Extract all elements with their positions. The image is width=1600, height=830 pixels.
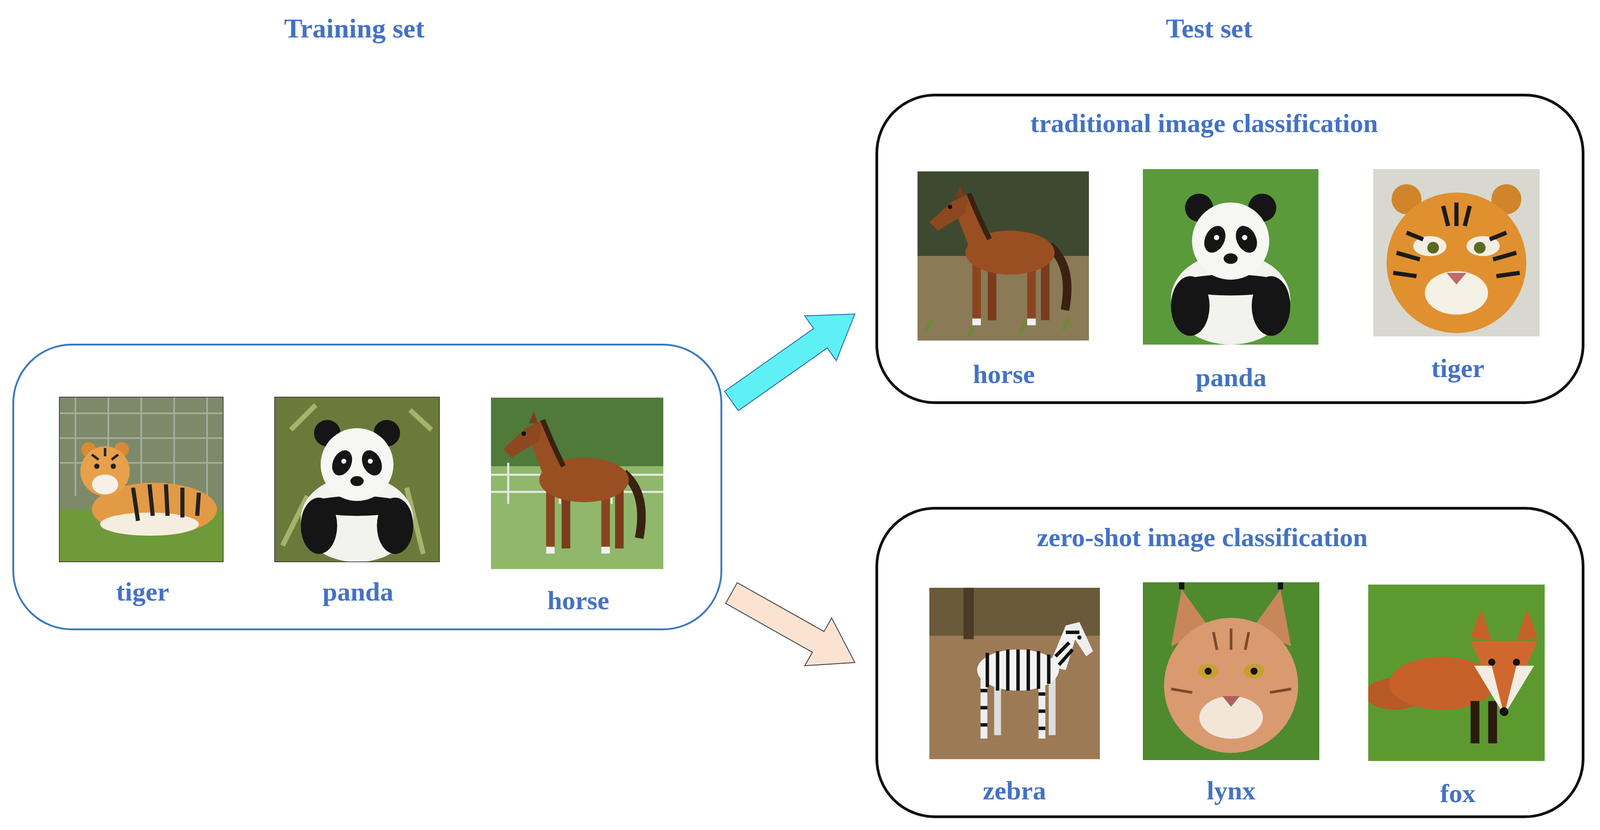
lynx-photo — [1142, 575, 1320, 761]
image-caption: panda — [1195, 362, 1267, 394]
fox-photo — [1364, 584, 1545, 762]
illustration-part — [917, 171, 1089, 341]
image-caption: lynx — [1206, 775, 1256, 807]
illustration-part — [94, 463, 100, 470]
horse-photo — [490, 397, 664, 570]
illustration-part — [1473, 241, 1486, 254]
section-heading: Test set — [1165, 12, 1253, 45]
section-heading: Training set — [283, 12, 425, 45]
illustration-part — [1142, 582, 1320, 761]
illustration-part — [929, 185, 1067, 326]
image-caption: horse — [972, 359, 1035, 390]
illustration-part — [1171, 628, 1291, 693]
image-caption: panda — [322, 576, 394, 608]
illustration-part — [91, 474, 119, 495]
illustration-part — [1163, 618, 1298, 754]
illustration-part — [1470, 609, 1492, 641]
tiger-photo — [1373, 169, 1540, 337]
illustration-part — [1470, 701, 1480, 744]
illustration-part — [1181, 575, 1281, 590]
illustration-part — [1474, 666, 1505, 716]
illustration-part — [980, 632, 1080, 729]
illustration-part — [963, 587, 974, 640]
illustration-part — [1424, 271, 1488, 315]
illustration-part — [58, 396, 224, 496]
illustration-part — [58, 396, 224, 563]
illustration-part — [1077, 635, 1082, 640]
illustration-part — [1373, 169, 1540, 337]
group-box: traditional image classification horse pan… — [875, 93, 1585, 405]
panda-photo — [1142, 169, 1319, 345]
illustration-part — [1368, 584, 1545, 762]
illustration-part — [1048, 677, 1056, 736]
image-caption: horse — [547, 585, 609, 617]
block-arrow — [725, 582, 855, 667]
illustration-part — [1427, 241, 1439, 254]
illustration-part — [1488, 658, 1495, 666]
group-box: zero-shot image classification zebra lynx f… — [875, 506, 1585, 819]
illustration-part — [274, 396, 440, 563]
image-caption: zebra — [982, 775, 1047, 807]
illustration-part — [1243, 664, 1265, 679]
illustration-part — [1142, 169, 1319, 345]
illustration-part — [58, 396, 224, 563]
illustration-part — [926, 318, 1069, 336]
panda-photo — [274, 396, 440, 563]
illustration-part — [1488, 701, 1497, 744]
block-arrow — [724, 314, 855, 411]
illustration-part — [133, 484, 199, 522]
illustration-part — [1204, 667, 1212, 676]
illustration-part — [274, 396, 440, 563]
illustration-part — [300, 420, 414, 563]
illustration-part — [1199, 696, 1264, 739]
illustration-part — [1393, 202, 1520, 277]
illustration-part — [91, 448, 119, 460]
illustration-part — [1250, 667, 1258, 676]
illustration-part — [1222, 696, 1241, 707]
illustration-part — [1470, 641, 1538, 716]
illustration-part — [1170, 193, 1291, 345]
image-caption: tiger — [116, 576, 170, 608]
box-heading: traditional image classification — [1030, 108, 1378, 139]
box-heading: zero-shot image classification — [1036, 522, 1368, 554]
illustration-part — [1197, 664, 1219, 679]
horse-photo — [917, 171, 1089, 341]
image-caption: tiger — [1431, 353, 1485, 384]
illustration-part — [1504, 666, 1535, 716]
illustration-part — [1499, 707, 1509, 716]
illustration-part — [1516, 609, 1538, 641]
group-box: tiger panda horse — [12, 343, 723, 631]
illustration-part — [1513, 658, 1520, 666]
illustration-part — [110, 463, 117, 470]
zebra-photo — [929, 587, 1100, 760]
illustration-part — [1386, 192, 1527, 333]
illustration-part — [80, 446, 130, 497]
illustration-part — [502, 411, 642, 554]
illustration-part — [929, 587, 1100, 760]
illustration-part — [1446, 272, 1467, 285]
illustration-part — [490, 397, 664, 570]
tiger-photo — [58, 396, 224, 563]
image-caption: fox — [1440, 778, 1476, 810]
